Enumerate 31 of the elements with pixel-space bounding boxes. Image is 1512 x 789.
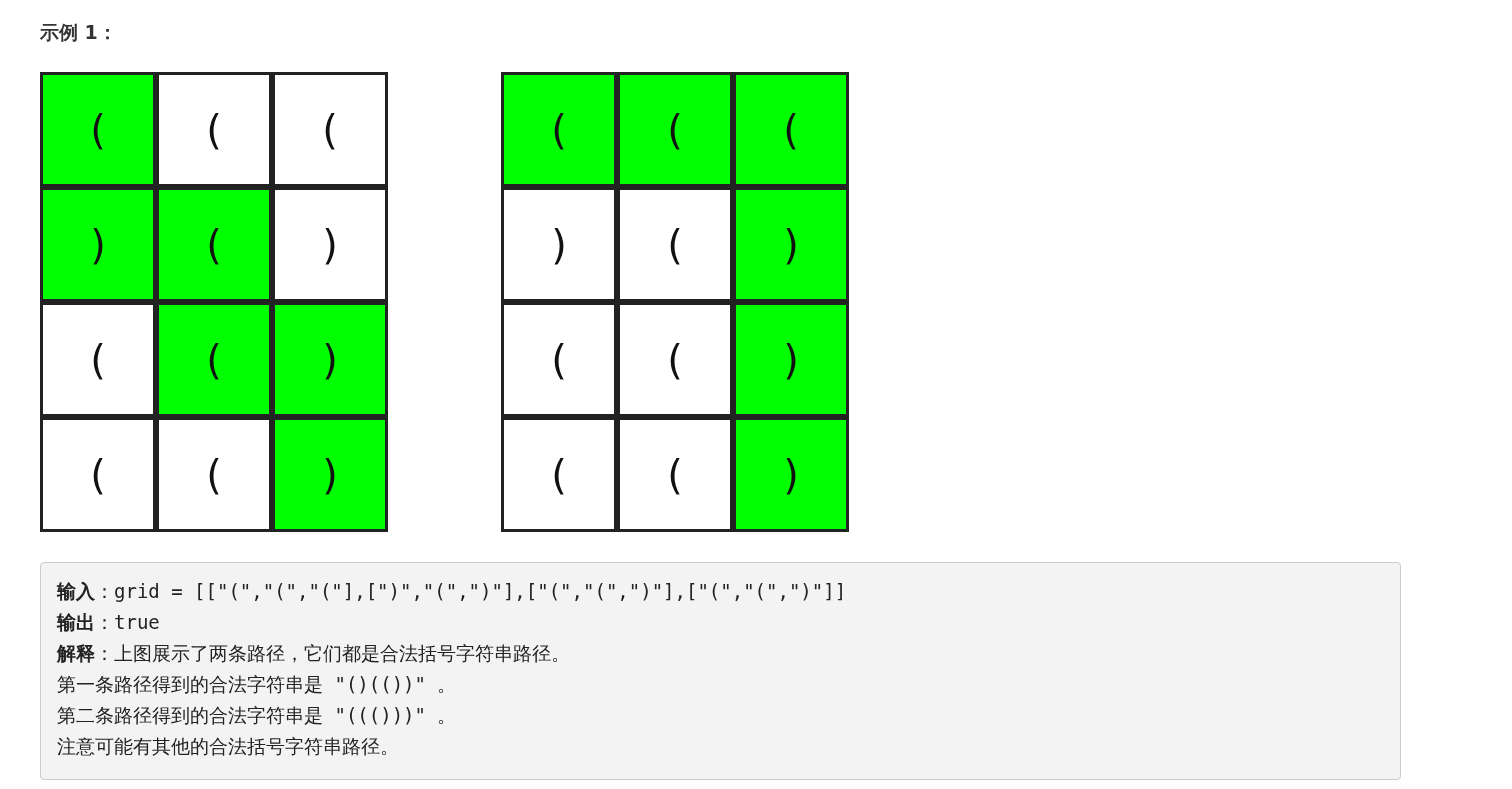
grid-cell: ( bbox=[733, 72, 849, 187]
grid-cell: ( bbox=[156, 187, 272, 302]
grid-cell: ( bbox=[501, 72, 617, 187]
grid-cell: ( bbox=[272, 72, 388, 187]
grid-cell: ) bbox=[733, 187, 849, 302]
grid-cell: ( bbox=[40, 417, 156, 532]
explanation-line: 输出：true bbox=[57, 610, 160, 635]
grid-cell: ) bbox=[272, 417, 388, 532]
grid-cell: ) bbox=[272, 187, 388, 302]
grid-cell: ) bbox=[40, 187, 156, 302]
explanation-line: 解释：上图展示了两条路径，它们都是合法括号字符串路径。 bbox=[57, 641, 570, 666]
grid-cell: ) bbox=[733, 302, 849, 417]
example-heading: 示例 1： bbox=[40, 20, 117, 45]
grid-cell: ) bbox=[733, 417, 849, 532]
explanation-line: 第一条路径得到的合法字符串是 "()(())" 。 bbox=[57, 672, 457, 697]
explanation-line: 输入：grid = [["(","(","("],[")","(",")"],["(","(",")"],["(","(",")"]] bbox=[57, 579, 847, 604]
grid-cell: ( bbox=[617, 187, 733, 302]
grid-cell: ( bbox=[156, 302, 272, 417]
grid-cell: ( bbox=[156, 72, 272, 187]
explanation-line: 第二条路径得到的合法字符串是 "((()))" 。 bbox=[57, 703, 457, 728]
grid-cell: ) bbox=[501, 187, 617, 302]
grid-cell: ( bbox=[617, 72, 733, 187]
grid-cell: ( bbox=[617, 417, 733, 532]
grid-cell: ( bbox=[40, 72, 156, 187]
grid-cell: ( bbox=[156, 417, 272, 532]
grid-cell: ( bbox=[40, 302, 156, 417]
explanation-line: 注意可能有其他的合法括号字符串路径。 bbox=[57, 734, 399, 759]
grid-cell: ) bbox=[272, 302, 388, 417]
grid-cell: ( bbox=[501, 302, 617, 417]
grid-cell: ( bbox=[617, 302, 733, 417]
grid-cell: ( bbox=[501, 417, 617, 532]
